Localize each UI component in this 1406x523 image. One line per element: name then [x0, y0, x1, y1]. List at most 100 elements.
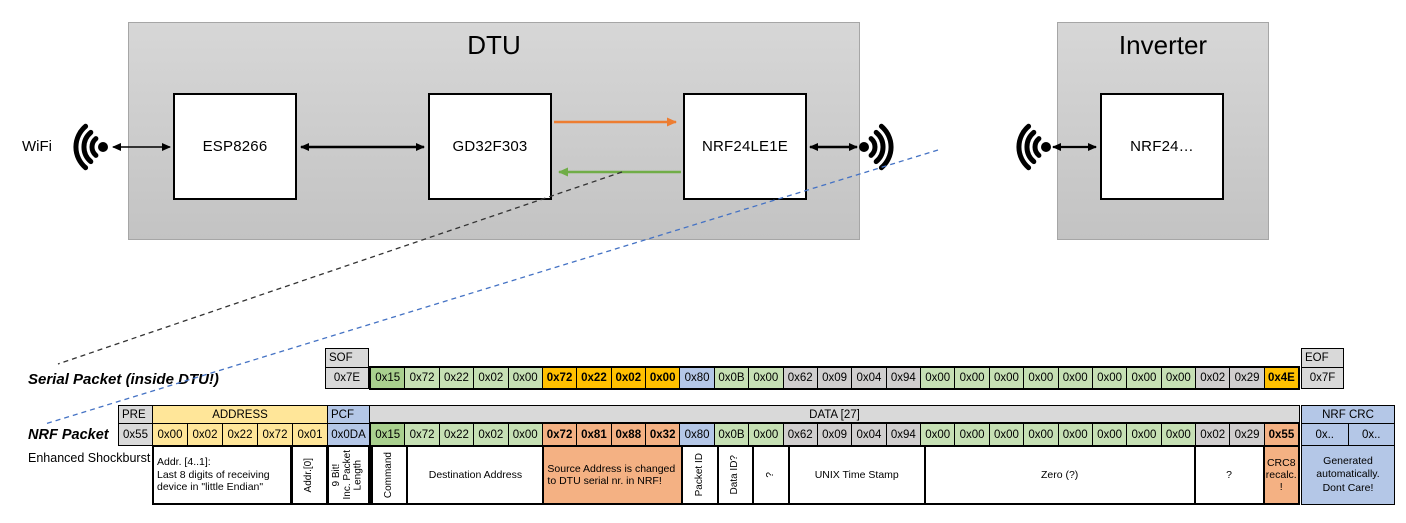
serial-byte: 0x02 [1195, 368, 1230, 388]
nrf-crc-header: NRF CRC [1301, 405, 1395, 424]
inverter-nrf24-box: NRF24… [1100, 93, 1224, 200]
serial-byte: 0x09 [816, 368, 852, 388]
serial-byte: 0x00 [1023, 368, 1058, 388]
serial-byte: 0x62 [782, 368, 817, 388]
serial-byte: 0x00 [1091, 368, 1127, 388]
wifi-icon-nrf-dtu [859, 123, 894, 171]
serial-byte-crc8: 0x4E [1263, 368, 1299, 388]
annotation-destination-address: Destination Address [406, 447, 542, 503]
pre-header: PRE [118, 405, 153, 424]
nrf24le1e-box: NRF24LE1E [683, 93, 807, 200]
nrf-address-byte: 0x22 [222, 424, 257, 445]
nrf-byte: 0x0B [713, 424, 749, 445]
inverter-nrf24-label: NRF24… [1130, 138, 1194, 155]
annotation-nrf-crc-generated-text: Generated automatically. Dont Care! [1316, 455, 1380, 494]
serial-byte-source-addr: 0x02 [610, 368, 645, 388]
sof-header: SOF [325, 348, 369, 368]
nrf-byte: 0x00 [748, 424, 783, 445]
annotation-addr-0: Addr.[0] [291, 445, 328, 505]
annotation-question: ? [1193, 447, 1263, 503]
gd32f303-box: GD32F303 [428, 93, 552, 200]
serial-byte: 0x00 [954, 368, 989, 388]
serial-byte: 0x00 [988, 368, 1024, 388]
serial-byte: 0x00 [507, 368, 542, 388]
nrf-byte: 0x72 [404, 424, 439, 445]
serial-byte: 0x00 [1057, 368, 1092, 388]
nrf-byte: 0x62 [782, 424, 817, 445]
nrf-byte: 0x94 [885, 424, 920, 445]
serial-byte: 0x04 [851, 368, 886, 388]
nrf-byte: 0x00 [1091, 424, 1127, 445]
nrf-address-byte: 0x02 [187, 424, 222, 445]
nrf-byte-crc8: 0x55 [1263, 424, 1299, 445]
annotation-question: ? [752, 447, 787, 503]
enhanced-shockburst-label: Enhanced Shockburst [28, 451, 151, 465]
serial-byte: 0x94 [885, 368, 920, 388]
pcf-header: PCF [327, 405, 370, 424]
serial-byte-source-addr: 0x72 [541, 368, 577, 388]
serial-byte-source-addr: 0x22 [576, 368, 611, 388]
annotation-pcf-9bit-text: 9 Bit! Inc. Packet Length [331, 450, 364, 500]
nrf-crc-values-row: 0x.. 0x.. [1301, 423, 1395, 446]
wifi-icon-dtu [73, 123, 108, 171]
pre-value: 0x55 [118, 423, 153, 446]
serial-byte: 0x0B [713, 368, 749, 388]
nrf-byte: 0x80 [679, 424, 714, 445]
annotation-addr-4-1: Addr. [4..1]: Last 8 digits of receiving… [152, 445, 292, 505]
inverter-title: Inverter [1118, 30, 1208, 60]
nrf-byte: 0x09 [816, 424, 852, 445]
annotation-unix-timestamp: UNIX Time Stamp [787, 447, 924, 503]
serial-byte: 0x00 [920, 368, 955, 388]
annotation-command: Command [371, 447, 406, 503]
annotation-addr-0-text: Addr.[0] [303, 457, 315, 493]
serial-byte-source-addr: 0x00 [645, 368, 680, 388]
annotation-source-address: Source Address is changed to DTU serial … [542, 447, 682, 503]
nrf-byte: 0x00 [1160, 424, 1195, 445]
address-header: ADDRESS [152, 405, 328, 424]
serial-byte: 0x00 [1160, 368, 1195, 388]
nrf-byte: 0x02 [473, 424, 508, 445]
serial-byte: 0x29 [1229, 368, 1264, 388]
serial-byte: 0x80 [679, 368, 714, 388]
serial-packet-label: Serial Packet (inside DTU!) [28, 371, 219, 388]
pcf-value: 0x0DA [327, 423, 370, 446]
nrf-byte: 0x00 [1126, 424, 1161, 445]
annotation-data-id: Data ID? [716, 447, 752, 503]
serial-byte: 0x00 [748, 368, 783, 388]
eof-header: EOF [1301, 348, 1344, 368]
annotation-crc8: CRC8 recalc. ! [1262, 447, 1299, 503]
nrf-byte: 0x22 [438, 424, 474, 445]
serial-byte: 0x15 [371, 368, 405, 388]
nrf-crc-byte: 0x.. [1347, 424, 1395, 445]
nrf-byte: 0x00 [507, 424, 542, 445]
nrf-byte: 0x29 [1229, 424, 1264, 445]
annotation-nrf-crc-generated: Generated automatically. Dont Care! [1301, 445, 1395, 505]
nrf24le1e-label: NRF24LE1E [701, 138, 788, 155]
annotation-packet-id: Packet ID [681, 447, 716, 503]
nrf-byte: 0x00 [920, 424, 955, 445]
nrf-byte: 0x02 [1195, 424, 1230, 445]
esp8266-label: ESP8266 [202, 138, 268, 155]
serial-byte: 0x00 [1126, 368, 1161, 388]
nrf-address-byte: 0x00 [157, 428, 183, 441]
dtu-title: DTU [467, 30, 521, 60]
nrf-address-byte: 0x72 [257, 424, 292, 445]
serial-byte: 0x22 [438, 368, 474, 388]
nrf-crc-byte: 0x.. [1315, 428, 1335, 441]
annotation-pcf-9bit: 9 Bit! Inc. Packet Length [327, 445, 370, 505]
nrf-byte-source-addr: 0x88 [610, 424, 645, 445]
serial-byte: 0x72 [404, 368, 439, 388]
serial-byte: 0x02 [473, 368, 508, 388]
nrf-byte: 0x15 [371, 424, 405, 445]
nrf-byte-source-addr: 0x81 [576, 424, 611, 445]
nrf-address-byte: 0x01 [292, 424, 327, 445]
nrf-byte: 0x00 [954, 424, 989, 445]
nrf-byte: 0x00 [1023, 424, 1058, 445]
nrf-packet-label: NRF Packet [28, 427, 109, 443]
nrf-byte: 0x00 [1057, 424, 1092, 445]
esp8266-box: ESP8266 [173, 93, 297, 200]
